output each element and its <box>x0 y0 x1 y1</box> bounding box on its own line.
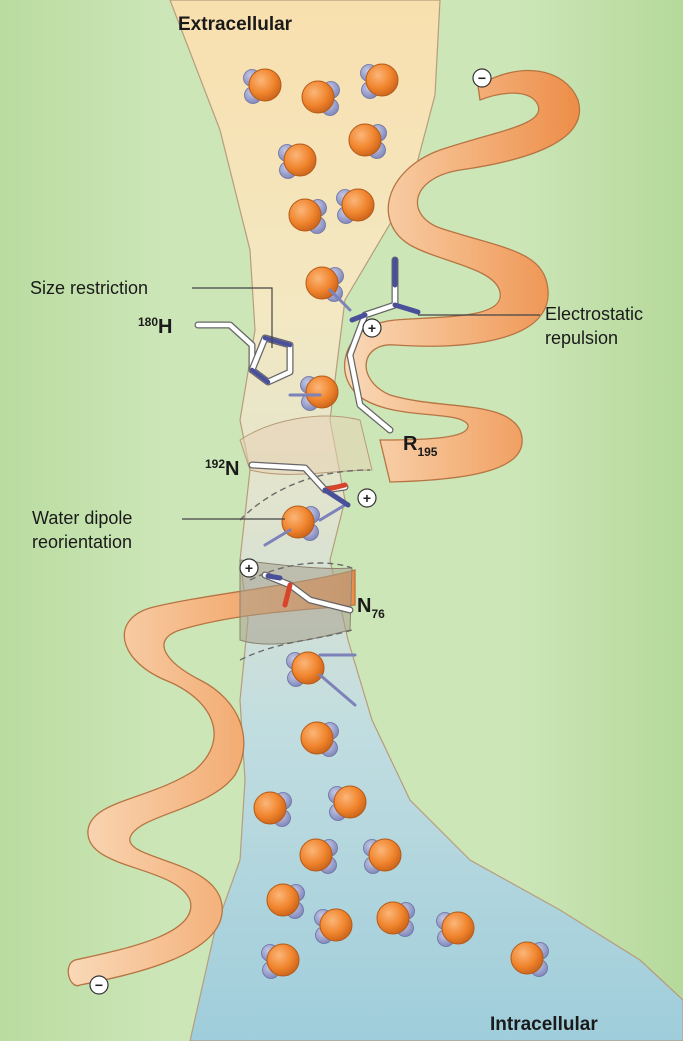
oxygen-atom <box>302 81 334 113</box>
size-restriction-label: Size restriction <box>30 278 148 298</box>
charge-plus-n76-label: + <box>245 560 253 576</box>
residue-asn-76-letter: N <box>357 595 371 617</box>
oxygen-atom <box>377 902 409 934</box>
charge-plus-n192-label: + <box>363 490 371 506</box>
oxygen-atom <box>320 909 352 941</box>
charge-minus-bottom: − <box>90 976 108 994</box>
oxygen-atom <box>349 124 381 156</box>
residue-asn-76-number: 76 <box>371 607 385 621</box>
oxygen-atom <box>342 189 374 221</box>
oxygen-atom <box>267 884 299 916</box>
oxygen-atom <box>366 64 398 96</box>
charge-plus-arg: + <box>363 319 381 337</box>
oxygen-atom <box>254 792 286 824</box>
oxygen-atom <box>292 652 324 684</box>
residue-arg-195-letter: R <box>403 433 418 455</box>
oxygen-atom <box>334 786 366 818</box>
oxygen-atom <box>284 144 316 176</box>
water-dipole-label-line2: reorientation <box>32 532 132 552</box>
charge-minus-bottom-label: − <box>95 977 103 993</box>
intracellular-label: Intracellular <box>490 1014 598 1035</box>
oxygen-atom <box>369 839 401 871</box>
oxygen-atom <box>249 69 281 101</box>
residue-arg-195-number: 195 <box>417 445 437 459</box>
oxygen-atom <box>300 839 332 871</box>
oxygen-atom <box>511 942 543 974</box>
oxygen-atom <box>442 912 474 944</box>
charge-plus-n76: + <box>240 559 258 577</box>
residue-asn-192-number: 192 <box>205 457 225 471</box>
residue-asn-192-letter: N <box>225 458 239 480</box>
extracellular-label: Extracellular <box>178 14 293 35</box>
water-dipole-label-line1: Water dipole <box>32 508 132 528</box>
electrostatic-label-line1: Electrostatic <box>545 304 643 324</box>
charge-plus-arg-label: + <box>368 320 376 336</box>
charge-minus-top-label: − <box>478 70 486 86</box>
oxygen-atom <box>301 722 333 754</box>
residue-his-180-letter: H <box>158 316 172 338</box>
oxygen-atom <box>306 376 338 408</box>
oxygen-atom <box>289 199 321 231</box>
residue-his-180-number: 180 <box>138 315 158 329</box>
oxygen-atom <box>267 944 299 976</box>
electrostatic-label-line2: repulsion <box>545 328 618 348</box>
charge-plus-n192: + <box>358 489 376 507</box>
charge-minus-top: − <box>473 69 491 87</box>
